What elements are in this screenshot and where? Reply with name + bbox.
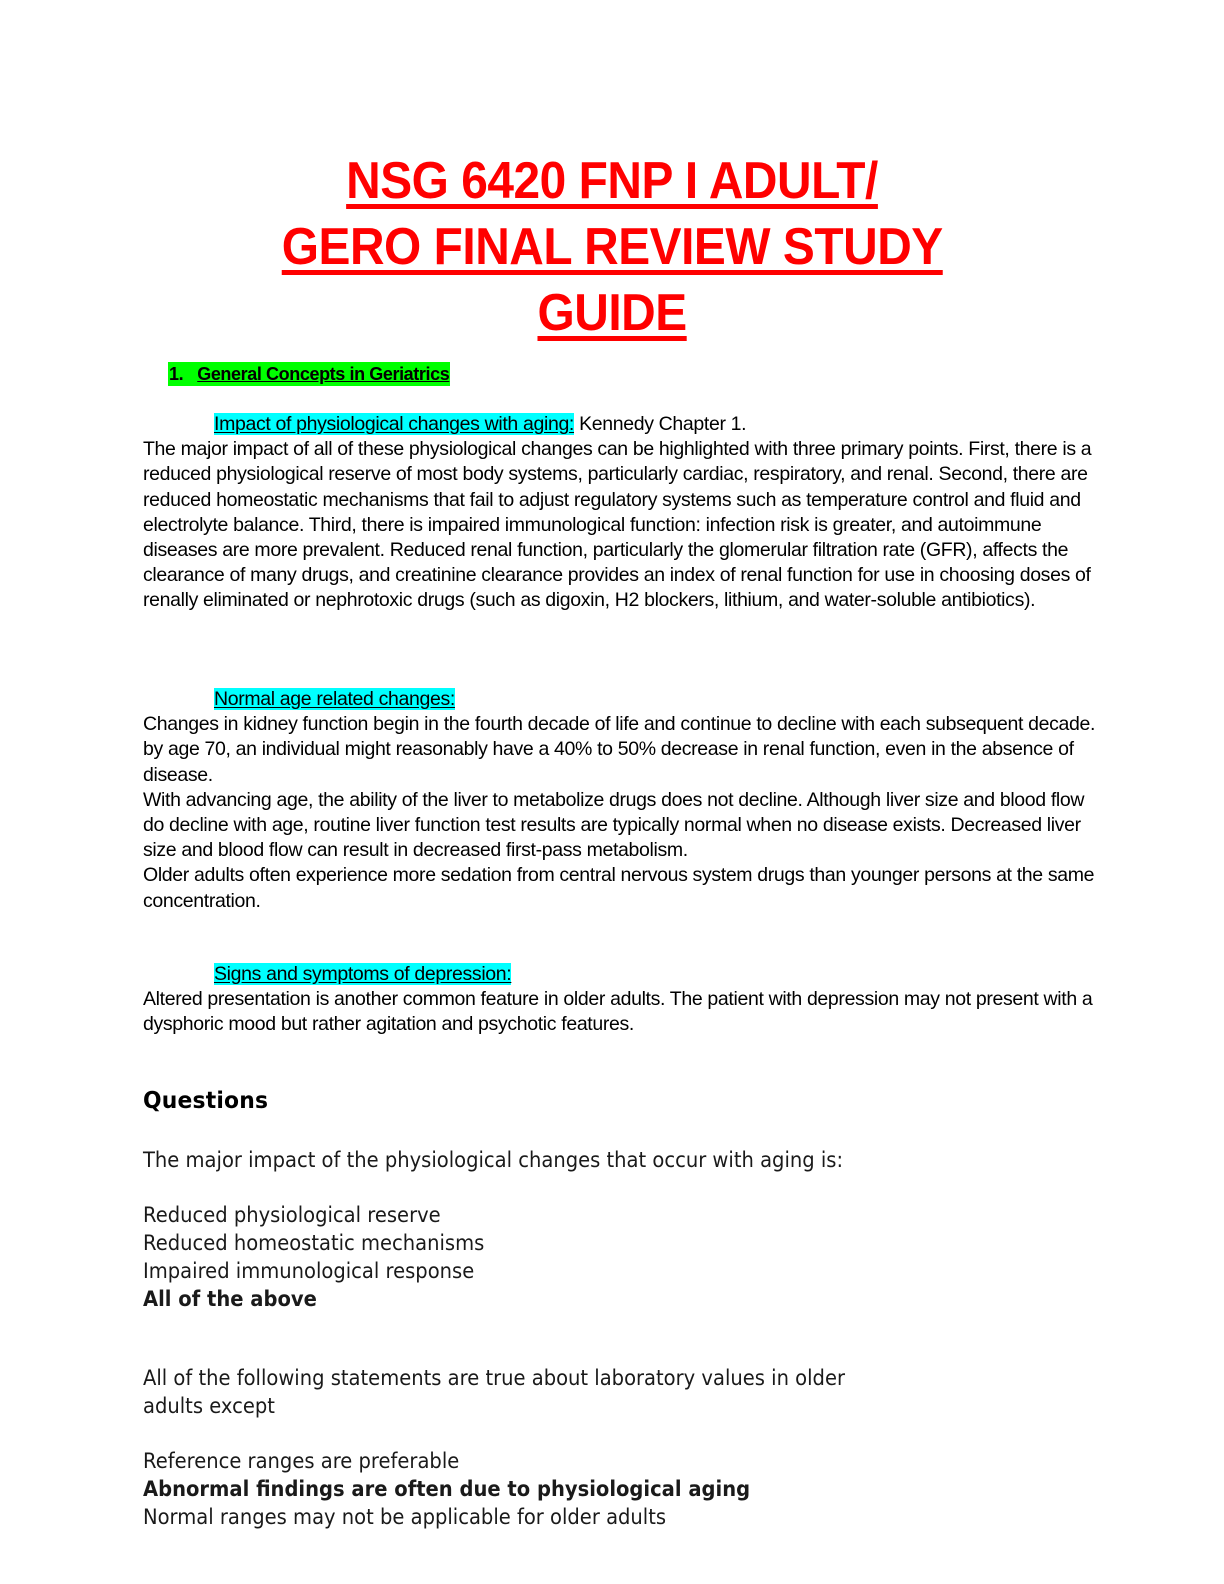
answer-option: Normal ranges may not be applicable for … [143,1505,667,1529]
paragraph: The major impact of all of these physiol… [143,438,1092,612]
title-line-2: GERO FINAL REVIEW STUDY [281,218,943,276]
document-title: NSG 6420 FNP I ADULT/ GERO FINAL REVIEW … [0,148,1224,346]
question-text: adults except [143,1394,275,1418]
subsection-heading-highlight: Normal age related changes: [214,688,455,710]
question-text: The major impact of the physiological ch… [143,1148,844,1172]
title-line-1: NSG 6420 FNP I ADULT/ [346,152,878,210]
section-heading-text: General Concepts in Geriatrics [197,364,450,384]
subsection-normal-age-changes: Normal age related changes: Changes in k… [143,687,1103,914]
paragraph: Older adults often experience more sedat… [143,864,1095,912]
question-1: The major impact of the physiological ch… [143,1146,1103,1313]
subsection-heading-highlight: Impact of physiological changes with agi… [214,413,575,435]
subsection-depression: Signs and symptoms of depression: Altere… [143,962,1103,1038]
section-number: 1. [169,364,184,384]
section-heading: 1. General Concepts in Geriatrics [168,362,451,386]
answer-option: Reduced homeostatic mechanisms [143,1231,485,1255]
subsection-heading-highlight: Signs and symptoms of depression: [214,963,512,985]
subsection-physiological-changes: Impact of physiological changes with agi… [143,412,1103,614]
answer-option: Impaired immunological response [143,1259,475,1283]
subsection-heading: Signs and symptoms of depression: [143,962,1103,987]
answer-option-correct: Abnormal findings are often due to physi… [143,1477,751,1501]
questions-title: Questions [143,1088,269,1114]
paragraph: Altered presentation is another common f… [143,988,1093,1036]
subsection-heading: Normal age related changes: [143,687,1103,712]
title-line-3: GUIDE [537,284,687,342]
subsection-heading-suffix: Kennedy Chapter 1. [574,413,747,435]
question-2: All of the following statements are true… [143,1364,1103,1531]
answer-option-correct: All of the above [143,1287,317,1311]
paragraph: Changes in kidney function begin in the … [143,713,1096,786]
answer-option: Reference ranges are preferable [143,1449,460,1473]
subsection-heading: Impact of physiological changes with agi… [143,412,1103,437]
question-text: All of the following statements are true… [143,1366,845,1390]
paragraph: With advancing age, the ability of the l… [143,788,1085,862]
answer-option: Reduced physiological reserve [143,1203,441,1227]
